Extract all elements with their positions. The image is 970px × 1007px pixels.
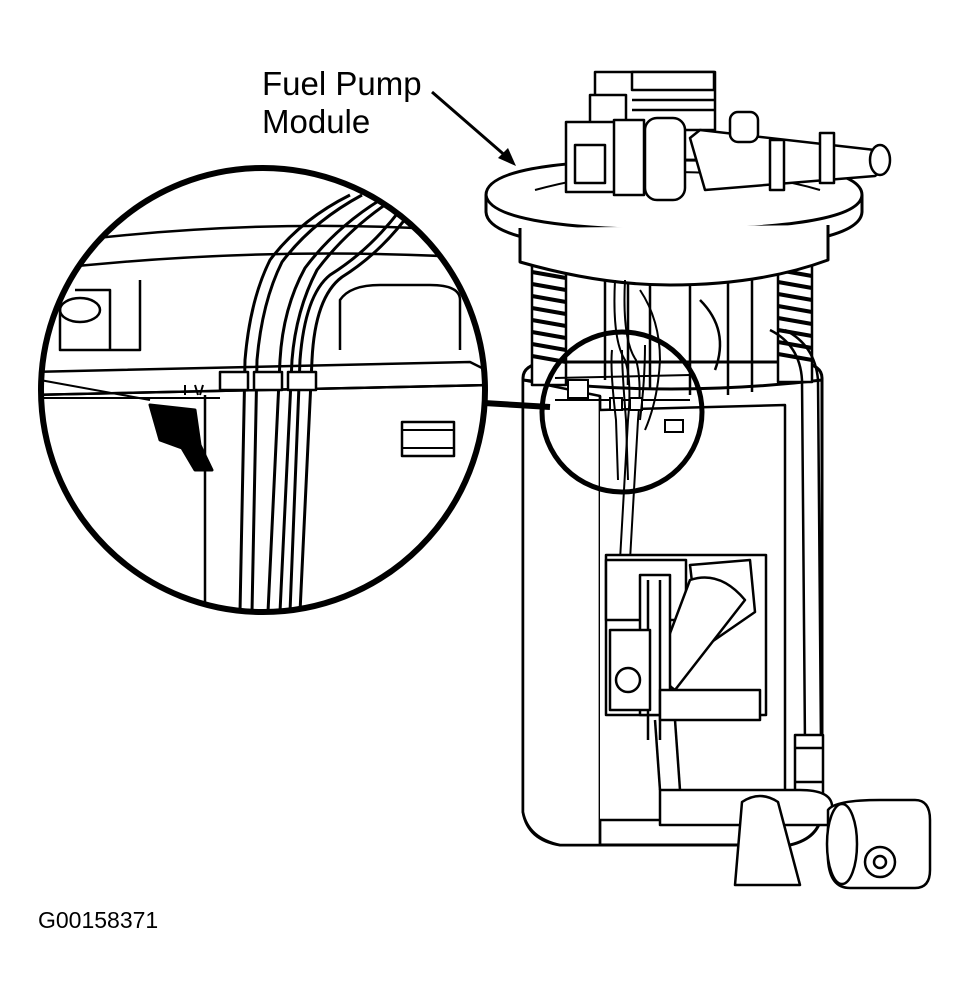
zoom-leader-line: [483, 400, 551, 410]
zoom-detail-view: [38, 165, 488, 615]
electrical-connector: [564, 70, 717, 197]
detail-callout-circle: [539, 329, 705, 495]
figure-id: G00158371: [38, 907, 159, 933]
spring-left: [530, 263, 568, 387]
callout-label-line1: Fuel Pump: [262, 65, 422, 102]
fuel-feed-pipe: [643, 110, 892, 202]
pump-assembly: [604, 553, 768, 791]
callout-label-line2: Module: [262, 103, 371, 140]
fuel-strainer: [658, 788, 932, 890]
fuel-pump-module: [484, 70, 932, 890]
callout-arrow: [431, 90, 516, 166]
spring-right: [776, 260, 814, 384]
return-line: [769, 328, 825, 797]
